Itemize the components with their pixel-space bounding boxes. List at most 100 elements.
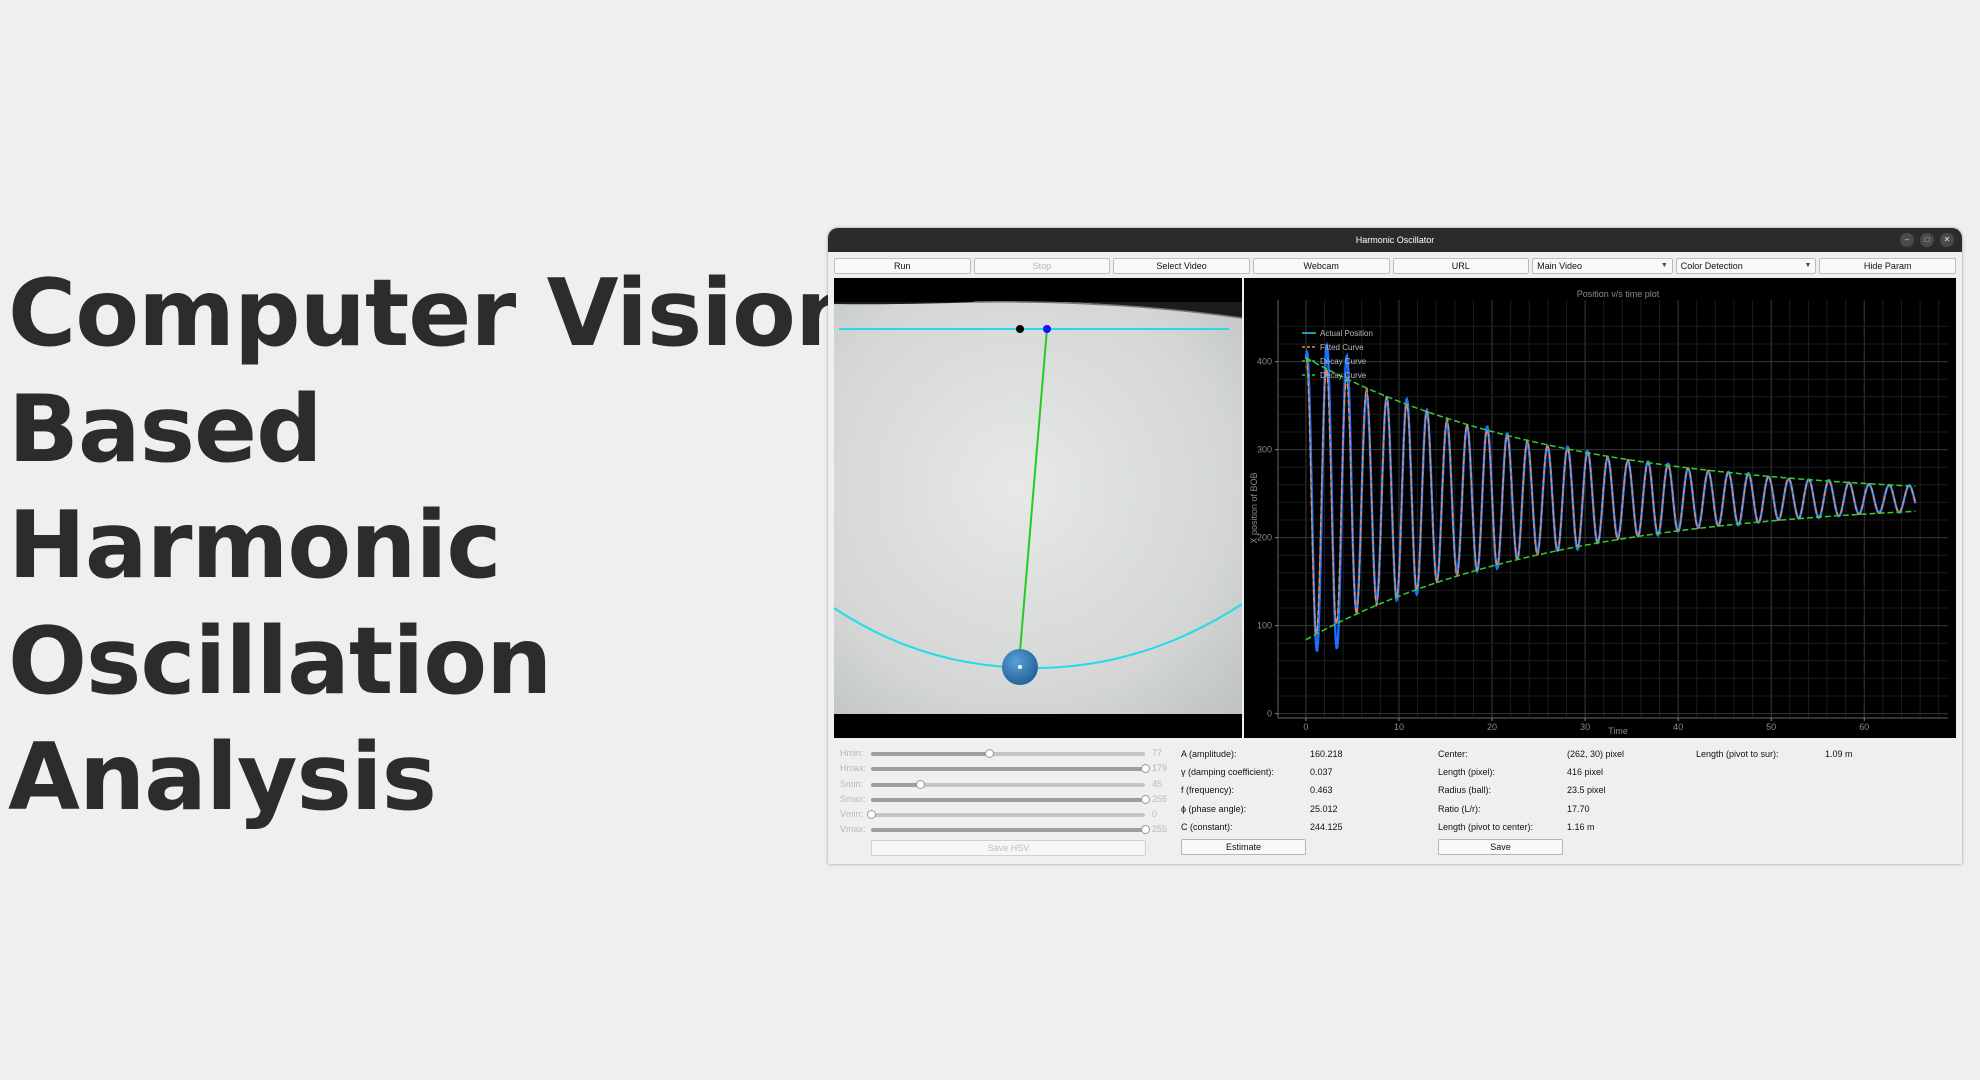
hsv-slider-value: 45 [1152,778,1163,789]
param-label: Length (pixel): [1438,767,1496,778]
param-row: Ratio (L/r):17.70 [1438,802,1678,820]
rest-pivot-marker [1016,325,1024,333]
hsv-slider-label: Hmax: [840,763,867,774]
hsv-slider-value: 255 [1152,793,1168,804]
close-icon[interactable]: ✕ [1940,233,1954,247]
param-value: 17.70 [1567,803,1590,814]
detection-mode-value: Color Detection [1680,261,1743,271]
geometry-parameters: Center:(262, 30) pixel Length (pixel):41… [1438,747,1678,855]
param-value: 23.5 pixel [1567,785,1606,796]
hsv-slider-value: 77 [1152,748,1163,758]
slider-handle[interactable] [867,810,876,820]
slider-fill [871,752,989,756]
toolbar: Run Stop Select Video Webcam URL Main Vi… [834,258,1956,274]
hsv-slider-label: Vmax: [840,824,866,835]
hsv-slider-row: Smax: 255 [834,792,1168,807]
chevron-down-icon: ▼ [1804,262,1812,269]
select-video-button[interactable]: Select Video [1113,258,1250,274]
slider-handle[interactable] [1141,764,1150,774]
y-axis-label: X position of BOB [1249,472,1259,543]
param-row: C (constant): 244.125 [1181,820,1421,838]
title-bar: Harmonic Oscillator – □ ✕ [828,228,1962,252]
hsv-slider[interactable] [871,779,1145,789]
slider-handle[interactable] [916,779,926,789]
param-label: f (frequency): [1181,785,1235,796]
headline: Computer Vision Based Harmonic Oscillati… [8,255,861,835]
fitted-curve-line [1305,356,1917,636]
url-button[interactable]: URL [1392,258,1530,274]
headline-line: Computer Vision [8,259,861,367]
minimize-icon[interactable]: – [1900,233,1914,247]
hsv-slider-label: Vmin: [840,809,864,820]
webcam-button[interactable]: Webcam [1252,258,1390,274]
slider-handle[interactable] [1141,794,1150,804]
hsv-slider[interactable] [867,810,1145,820]
save-hsv-button[interactable]: Save HSV [871,840,1146,856]
param-label: Length (pivot to center): [1438,821,1534,832]
legend-label: Decay Curve [1320,357,1367,366]
param-row: ϕ (phase angle): 25.012 [1181,802,1421,820]
decay-curve-lower [1305,510,1916,641]
wall-background [834,302,1242,714]
param-row: Radius (ball):23.5 pixel [1438,783,1678,801]
param-value: 0.463 [1310,785,1333,796]
legend-label: Decay Curve [1320,371,1367,380]
headline-line: Analysis [8,723,437,831]
hsv-slider[interactable] [871,794,1150,804]
x-tick-label: 60 [1859,722,1869,732]
legend-label: Fitted Curve [1320,343,1364,352]
hsv-slider[interactable] [871,764,1150,774]
plot-legend: Actual Position Fitted Curve Decay Curve… [1302,329,1373,380]
legend-label: Actual Position [1320,329,1373,338]
window-title: Harmonic Oscillator [1355,235,1435,245]
x-tick-label: 50 [1766,722,1776,732]
save-button[interactable]: Save [1438,839,1563,855]
slider-fill [871,797,1145,802]
slider-handle[interactable] [1141,825,1150,835]
headline-line: Oscillation [8,607,552,715]
param-value: 244.125 [1310,821,1343,832]
slider-handle[interactable] [984,749,994,758]
video-source-select[interactable]: Main Video ▼ [1532,258,1673,274]
estimate-button[interactable]: Estimate [1181,839,1306,855]
ceiling-line [973,301,1242,319]
hsv-slider-row: Smin:45 [834,777,1164,792]
run-button[interactable]: Run [834,258,971,274]
app-window: Harmonic Oscillator – □ ✕ Run Stop Selec… [828,228,1962,864]
param-value: 160.218 [1310,749,1343,759]
stop-button[interactable]: Stop [973,258,1111,274]
param-value: 416 pixel [1567,767,1604,778]
param-label: Length (pivot to sur): [1696,749,1779,759]
x-axis-label: Time [1608,726,1628,736]
maximize-icon[interactable]: □ [1920,233,1934,247]
video-view [834,278,1242,738]
y-tick-label: 300 [1257,445,1272,455]
detection-mode-select[interactable]: Color Detection ▼ [1675,258,1817,274]
decay-curve-upper [1305,357,1916,488]
surface-parameters: Length (pivot to sur):1.09 m [1696,747,1936,765]
hsv-slider-value: 255 [1152,824,1168,835]
hsv-slider-row: Hmin:77 [834,746,1164,761]
window-controls: – □ ✕ [1900,233,1954,247]
param-label: ϕ (phase angle): [1181,803,1247,814]
param-value: 0.037 [1310,767,1333,778]
x-tick-label: 30 [1580,722,1590,732]
hsv-slider-value: 0 [1152,809,1158,820]
hsv-slider[interactable] [871,749,1145,758]
param-label: C (constant): [1181,821,1233,832]
param-row: A (amplitude):160.218 [1181,747,1421,765]
param-value: 1.16 m [1567,821,1595,832]
hide-param-button[interactable]: Hide Param [1819,258,1956,274]
param-label: γ (damping coefficient): [1181,767,1274,778]
video-source-value: Main Video [1537,261,1582,271]
y-tick-label: 400 [1257,357,1272,367]
param-value: 25.012 [1310,803,1338,814]
param-row: f (frequency): 0.463 [1181,783,1421,801]
x-tick-label: 20 [1487,722,1497,732]
chevron-down-icon: ▼ [1660,262,1668,269]
hsv-slider-label: Smax: [840,793,866,804]
hsv-slider[interactable] [871,825,1150,835]
param-row: Length (pivot to sur):1.09 m [1696,747,1936,765]
